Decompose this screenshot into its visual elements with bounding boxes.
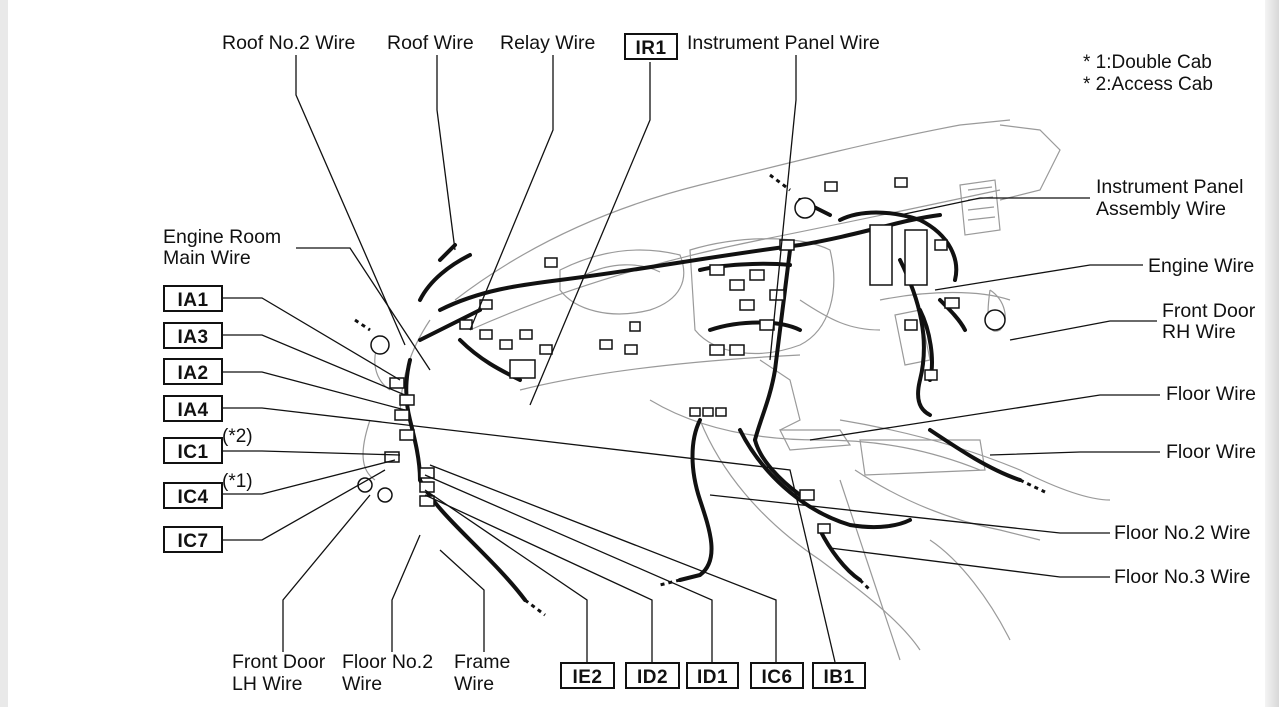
legend-double-cab: * 1:Double Cab bbox=[1083, 52, 1212, 73]
right-border-strip bbox=[1265, 0, 1279, 707]
connector-ie2: IE2 bbox=[560, 662, 615, 689]
legend-access-cab: * 2:Access Cab bbox=[1083, 74, 1213, 95]
grommets bbox=[357, 197, 1006, 503]
connector-ib1: IB1 bbox=[812, 662, 866, 689]
connector-ia1: IA1 bbox=[163, 285, 223, 312]
label-instrument-panel-wire: Instrument Panel Wire bbox=[687, 32, 880, 54]
label-floor-no3-wire: Floor No.3 Wire bbox=[1114, 566, 1251, 588]
label-frame-wire-line2: Wire bbox=[454, 673, 495, 695]
connector-ic1: IC1 bbox=[163, 437, 223, 464]
connector-ia4: IA4 bbox=[163, 395, 223, 422]
label-engine-room-main-wire-line2: Main Wire bbox=[163, 247, 251, 269]
label-front-door-lh-wire-line1: Front Door bbox=[232, 651, 326, 673]
label-floor-no2-wire: Floor No.2 Wire bbox=[1114, 522, 1251, 544]
connector-ir1: IR1 bbox=[624, 33, 678, 60]
label-floor-no2-wire-bottom-line2: Wire bbox=[342, 673, 383, 695]
label-floor-no2-wire-bottom-line1: Floor No.2 bbox=[342, 651, 434, 673]
label-ip-assembly-wire-line2: Assembly Wire bbox=[1096, 198, 1227, 220]
harness-dashed-ends bbox=[354, 173, 1046, 617]
label-engine-room-main-wire-line1: Engine Room bbox=[163, 226, 282, 248]
leader-lines bbox=[223, 55, 1160, 663]
label-roof-wire: Roof Wire bbox=[387, 32, 474, 54]
connector-blocks bbox=[384, 177, 960, 534]
connector-id1: ID1 bbox=[686, 662, 739, 689]
label-floor-wire-lower: Floor Wire bbox=[1166, 441, 1256, 463]
label-front-door-rh-wire-line2: RH Wire bbox=[1162, 321, 1236, 343]
note-ic1-access-cab: (*2) bbox=[222, 426, 253, 447]
connector-ic4: IC4 bbox=[163, 482, 223, 509]
note-ic4-double-cab: (*1) bbox=[222, 471, 253, 492]
dashboard-outline bbox=[362, 119, 1111, 661]
connector-ic6: IC6 bbox=[750, 662, 804, 689]
connector-ic7: IC7 bbox=[163, 526, 223, 553]
label-front-door-lh-wire-line2: LH Wire bbox=[232, 673, 303, 695]
connector-id2: ID2 bbox=[625, 662, 680, 689]
label-floor-wire-upper: Floor Wire bbox=[1166, 383, 1256, 405]
connector-ia3: IA3 bbox=[163, 322, 223, 349]
label-ip-assembly-wire-line1: Instrument Panel bbox=[1096, 176, 1244, 198]
label-front-door-rh-wire-line1: Front Door bbox=[1162, 300, 1256, 322]
label-engine-wire: Engine Wire bbox=[1148, 255, 1255, 277]
left-border-strip bbox=[0, 0, 8, 707]
label-frame-wire-line1: Frame bbox=[454, 651, 511, 673]
label-relay-wire: Relay Wire bbox=[500, 32, 596, 54]
label-roof-no2-wire: Roof No.2 Wire bbox=[222, 32, 356, 54]
connector-ia2: IA2 bbox=[163, 358, 223, 385]
